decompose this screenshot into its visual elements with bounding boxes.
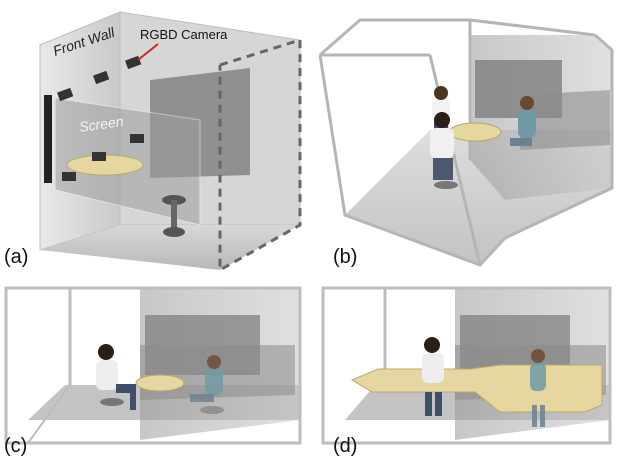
panel-label-c: (c) bbox=[4, 435, 27, 457]
camera-icon bbox=[93, 70, 110, 85]
camera-icon bbox=[57, 87, 74, 102]
camera-icon bbox=[62, 172, 76, 181]
person-seated bbox=[190, 355, 224, 414]
person-seated bbox=[510, 96, 536, 146]
wireframe bbox=[319, 18, 472, 160]
floor bbox=[40, 225, 300, 270]
camera-icon bbox=[130, 134, 144, 143]
panel-b: (b) bbox=[318, 18, 614, 268]
stool-base bbox=[163, 227, 185, 237]
camera-pointer bbox=[137, 43, 159, 61]
wireframe bbox=[4, 286, 302, 445]
camera-icon bbox=[92, 152, 106, 161]
dashed-boundary bbox=[218, 37, 302, 273]
rgbd-camera-label: RGBD Camera bbox=[140, 27, 228, 42]
wireframe bbox=[27, 384, 71, 444]
screen-label: Screen bbox=[78, 113, 124, 135]
camera-icon bbox=[125, 55, 142, 70]
wireframe bbox=[321, 286, 612, 445]
person-seated bbox=[96, 344, 136, 410]
table bbox=[448, 122, 502, 142]
wireframe bbox=[469, 18, 596, 37]
table bbox=[135, 374, 185, 392]
panel-c: (c) bbox=[4, 286, 302, 457]
person-standing bbox=[530, 349, 546, 427]
panel-d: (d) bbox=[321, 286, 612, 457]
wall-display bbox=[520, 90, 610, 150]
screen-frame bbox=[44, 95, 52, 183]
panel-a: Screen Front Wall RGBD Camera (a) bbox=[4, 11, 302, 273]
panel-label-a: (a) bbox=[4, 246, 28, 268]
panel-label-b: (b) bbox=[333, 246, 357, 268]
panel-label-d: (d) bbox=[333, 435, 357, 457]
person-seated bbox=[430, 112, 458, 189]
wireframe bbox=[318, 33, 614, 267]
stool-leg bbox=[171, 200, 177, 228]
person-standing bbox=[422, 337, 444, 416]
